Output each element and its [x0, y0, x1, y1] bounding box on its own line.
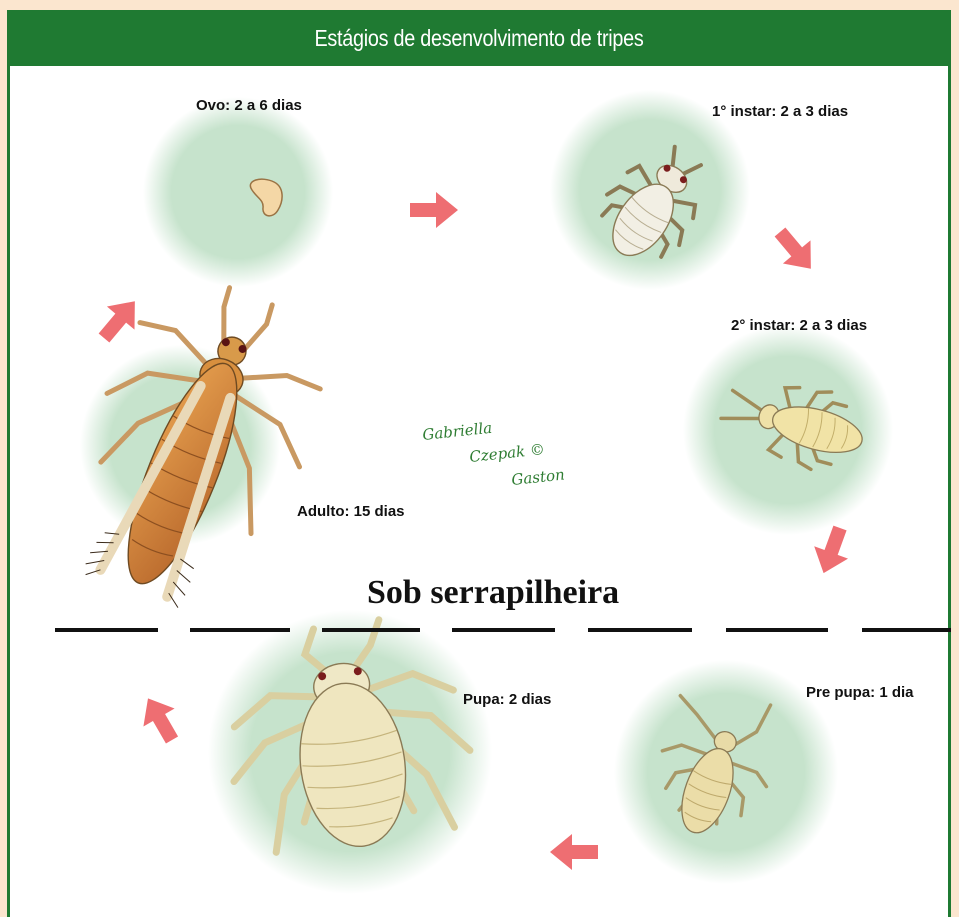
- artist-signature: Gabriella Czepak © Gaston: [422, 419, 566, 489]
- arrow-pupa-to-adult: [132, 689, 187, 749]
- signature-line-2: Czepak ©: [469, 440, 546, 466]
- arrow-adult-to-egg: [90, 290, 148, 350]
- instar2-stage-label: 2° instar: 2 a 3 dias: [731, 317, 867, 334]
- egg-halo: [143, 97, 333, 287]
- arrow-instar1-to-instar2: [766, 220, 824, 280]
- arrow-egg-to-instar1: [410, 192, 458, 228]
- pupa-stage-label: Pupa: 2 dias: [463, 691, 551, 708]
- signature-line-3: Gaston: [511, 466, 566, 489]
- instar1-stage-label: 1° instar: 2 a 3 dias: [712, 103, 848, 120]
- ground-label: Sob serrapilheira: [367, 574, 619, 611]
- signature-line-1: Gabriella: [422, 419, 493, 444]
- egg-stage-label: Ovo: 2 a 6 dias: [196, 97, 302, 114]
- arrow-prepupa-to-pupa: [550, 834, 598, 870]
- prepupa-stage-label: Pre pupa: 1 dia: [806, 684, 914, 701]
- adult-stage-label: Adulto: 15 dias: [297, 503, 405, 520]
